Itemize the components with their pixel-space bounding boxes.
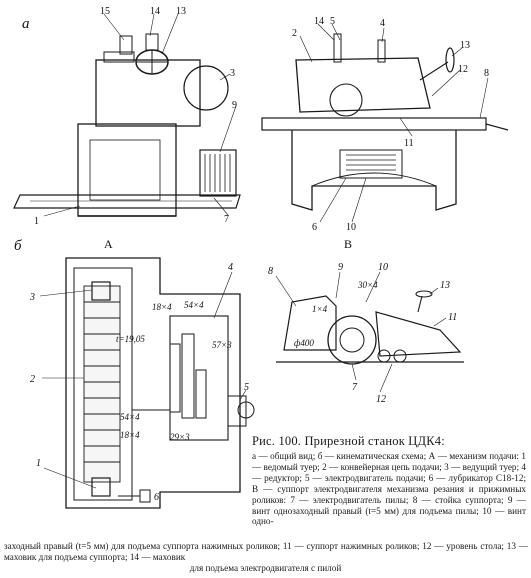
callout-A-2: 2: [30, 374, 35, 385]
callout-A-4: 4: [228, 262, 233, 273]
callout-a-7: 7: [224, 214, 229, 225]
view-a-general: а: [13, 6, 241, 227]
callout-b-13: 13: [460, 40, 470, 51]
support-post: [283, 295, 337, 351]
dim-18x4-top: 18×4: [152, 302, 172, 312]
callout-V-13: 13: [440, 280, 450, 291]
callout-b-2: 2: [292, 28, 297, 39]
callout-V-12: 12: [376, 394, 386, 405]
caption-last-line: для подъема электродвигателя с пилой: [189, 563, 342, 573]
chain-frame: [73, 267, 133, 501]
callout-V-8: 8: [268, 266, 273, 277]
callout-A-1: 1: [36, 458, 41, 469]
callout-a-13: 13: [176, 6, 186, 17]
callout-A-6: 6: [154, 492, 159, 503]
callout-b-4: 4: [380, 18, 385, 29]
callout-b-14: 14: [314, 16, 324, 27]
panel-label-A: А: [104, 237, 113, 251]
driven-sprocket: [91, 477, 111, 497]
caption-continuation: заходный правый (t=5 мм) для подъема суп…: [4, 541, 528, 562]
dim-diameter-400: ф400: [294, 338, 314, 348]
dim-1x4: 1×4: [312, 304, 328, 314]
callout-a-14: 14: [150, 6, 160, 17]
table-top: [13, 194, 241, 209]
caption-title: Рис. 100. Прирезной станок ЦДК4:: [252, 434, 445, 448]
panel-label-b: б: [14, 238, 22, 254]
panel-label-V: В: [344, 237, 352, 251]
frame-outline: [65, 257, 241, 509]
side-table: [261, 117, 487, 131]
callout-b-11: 11: [404, 138, 414, 149]
gearbox: [169, 315, 229, 441]
callout-b-8: 8: [484, 68, 489, 79]
dim-54x4-top: 54×4: [184, 300, 204, 310]
side-handwheel: [445, 47, 455, 73]
feed-motor: [199, 149, 237, 197]
drive-sprocket: [91, 281, 111, 301]
motor-cover: [183, 65, 229, 111]
chain: [83, 285, 121, 483]
callout-A-3: 3: [29, 292, 35, 303]
machine-base: [77, 123, 177, 217]
dim-29x3: 29×3: [170, 432, 190, 442]
callout-b-6: 6: [312, 222, 317, 233]
callout-a-1: 1: [34, 216, 39, 227]
dim-54x4-bottom: 54×4: [120, 412, 140, 422]
saw-motor: [327, 315, 377, 365]
roller-support: [375, 311, 462, 357]
view-A-feed-mechanism: б А: [14, 237, 255, 509]
callout-b-12: 12: [458, 64, 468, 75]
callout-b-5: 5: [330, 16, 335, 27]
callout-a-15: 15: [100, 6, 110, 17]
callout-V-10: 10: [378, 262, 388, 273]
dim-57x3: 57×3: [212, 340, 232, 350]
side-base: [291, 130, 457, 211]
callout-V-11: 11: [448, 312, 457, 323]
dim-30x4: 30×4: [357, 280, 378, 290]
view-V-saw-support: В 8 9 10 13 11 7 12 30×4 1×4: [268, 237, 464, 405]
dim-chain-pitch: t=19,05: [116, 334, 145, 344]
callout-b-10: 10: [346, 222, 356, 233]
head-assembly: [95, 59, 201, 127]
lubricator: [339, 149, 403, 179]
callout-A-5: 5: [244, 382, 249, 393]
side-head: [295, 57, 431, 113]
caption-body: а — общий вид; б — кинематическая схема;…: [252, 451, 526, 527]
saw-blade-housing: [329, 83, 363, 117]
dim-18x4-bottom: 18×4: [120, 430, 140, 440]
view-b-side: 2 14 5 4 13 12 8 11 6 10: [261, 16, 509, 233]
figure-caption: Рис. 100. Прирезной станок ЦДК4: а — общ…: [252, 434, 526, 527]
callout-a-9: 9: [232, 100, 237, 111]
callout-V-9: 9: [338, 262, 343, 273]
callout-V-7: 7: [352, 382, 358, 393]
callout-a-3: 3: [230, 68, 235, 79]
panel-label-a: а: [22, 16, 30, 32]
